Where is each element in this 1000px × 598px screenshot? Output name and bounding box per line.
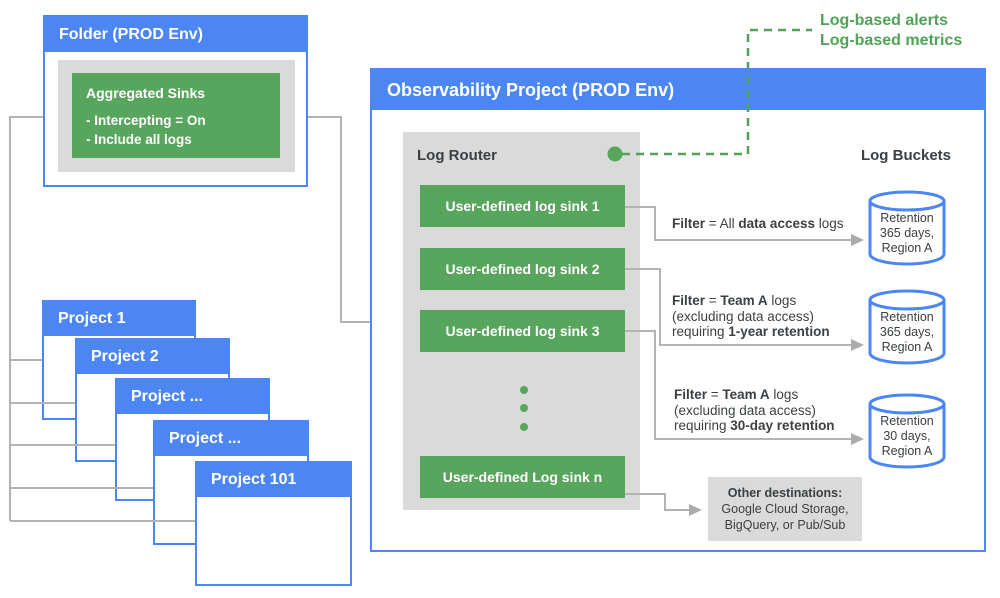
aggregated-sinks-box: Aggregated Sinks - Intercepting = On - I…: [72, 73, 280, 158]
aggregated-sinks-item: - Include all logs: [86, 132, 192, 147]
filter-label-3: Filter = Team A logs(excluding data acce…: [674, 387, 835, 433]
project-title: Project ...: [155, 422, 307, 456]
log-buckets-title: Log Buckets: [860, 147, 951, 164]
log-router-title: Log Router: [417, 147, 497, 164]
folder-title: Folder (PROD Env): [45, 17, 306, 52]
log-bucket-3: Retention 30 days, Region A: [866, 393, 948, 471]
other-destinations-box: Other destinations:Google Cloud Storage,…: [708, 477, 862, 541]
project-title: Project 1: [44, 302, 194, 336]
project-title: Project 101: [197, 463, 350, 497]
filter-label-1: Filter = All data access logs: [672, 216, 844, 231]
bucket-label: Retention 365 days, Region A: [879, 310, 935, 354]
log-bucket-1: Retention 365 days, Region A: [866, 190, 948, 268]
log-sink-2: User-defined log sink 2: [420, 248, 625, 290]
log-sink-n: User-defined Log sink n: [420, 456, 625, 498]
log-sink-1: User-defined log sink 1: [420, 185, 625, 227]
project-box-101: Project 101: [195, 461, 352, 586]
database-cylinder-icon: [868, 393, 946, 469]
database-cylinder-icon: [868, 190, 946, 266]
log-sink-3: User-defined log sink 3: [420, 310, 625, 352]
bucket-label: Retention 30 days, Region A: [880, 414, 934, 458]
log-based-alerts-label: Log-based alerts Log-based metrics: [820, 12, 963, 49]
log-bucket-2: Retention 365 days, Region A: [866, 289, 948, 367]
bucket-label: Retention 365 days, Region A: [879, 211, 935, 255]
filter-label-2: Filter = Team A logs(excluding data acce…: [672, 293, 830, 339]
aggregated-sinks-title: Aggregated Sinks: [86, 85, 206, 101]
observability-project-title: Observability Project (PROD Env): [372, 70, 984, 110]
project-title: Project 2: [77, 340, 228, 374]
project-title: Project ...: [117, 380, 268, 414]
aggregated-sinks-item: - Intercepting = On: [86, 113, 206, 128]
database-cylinder-icon: [868, 289, 946, 365]
